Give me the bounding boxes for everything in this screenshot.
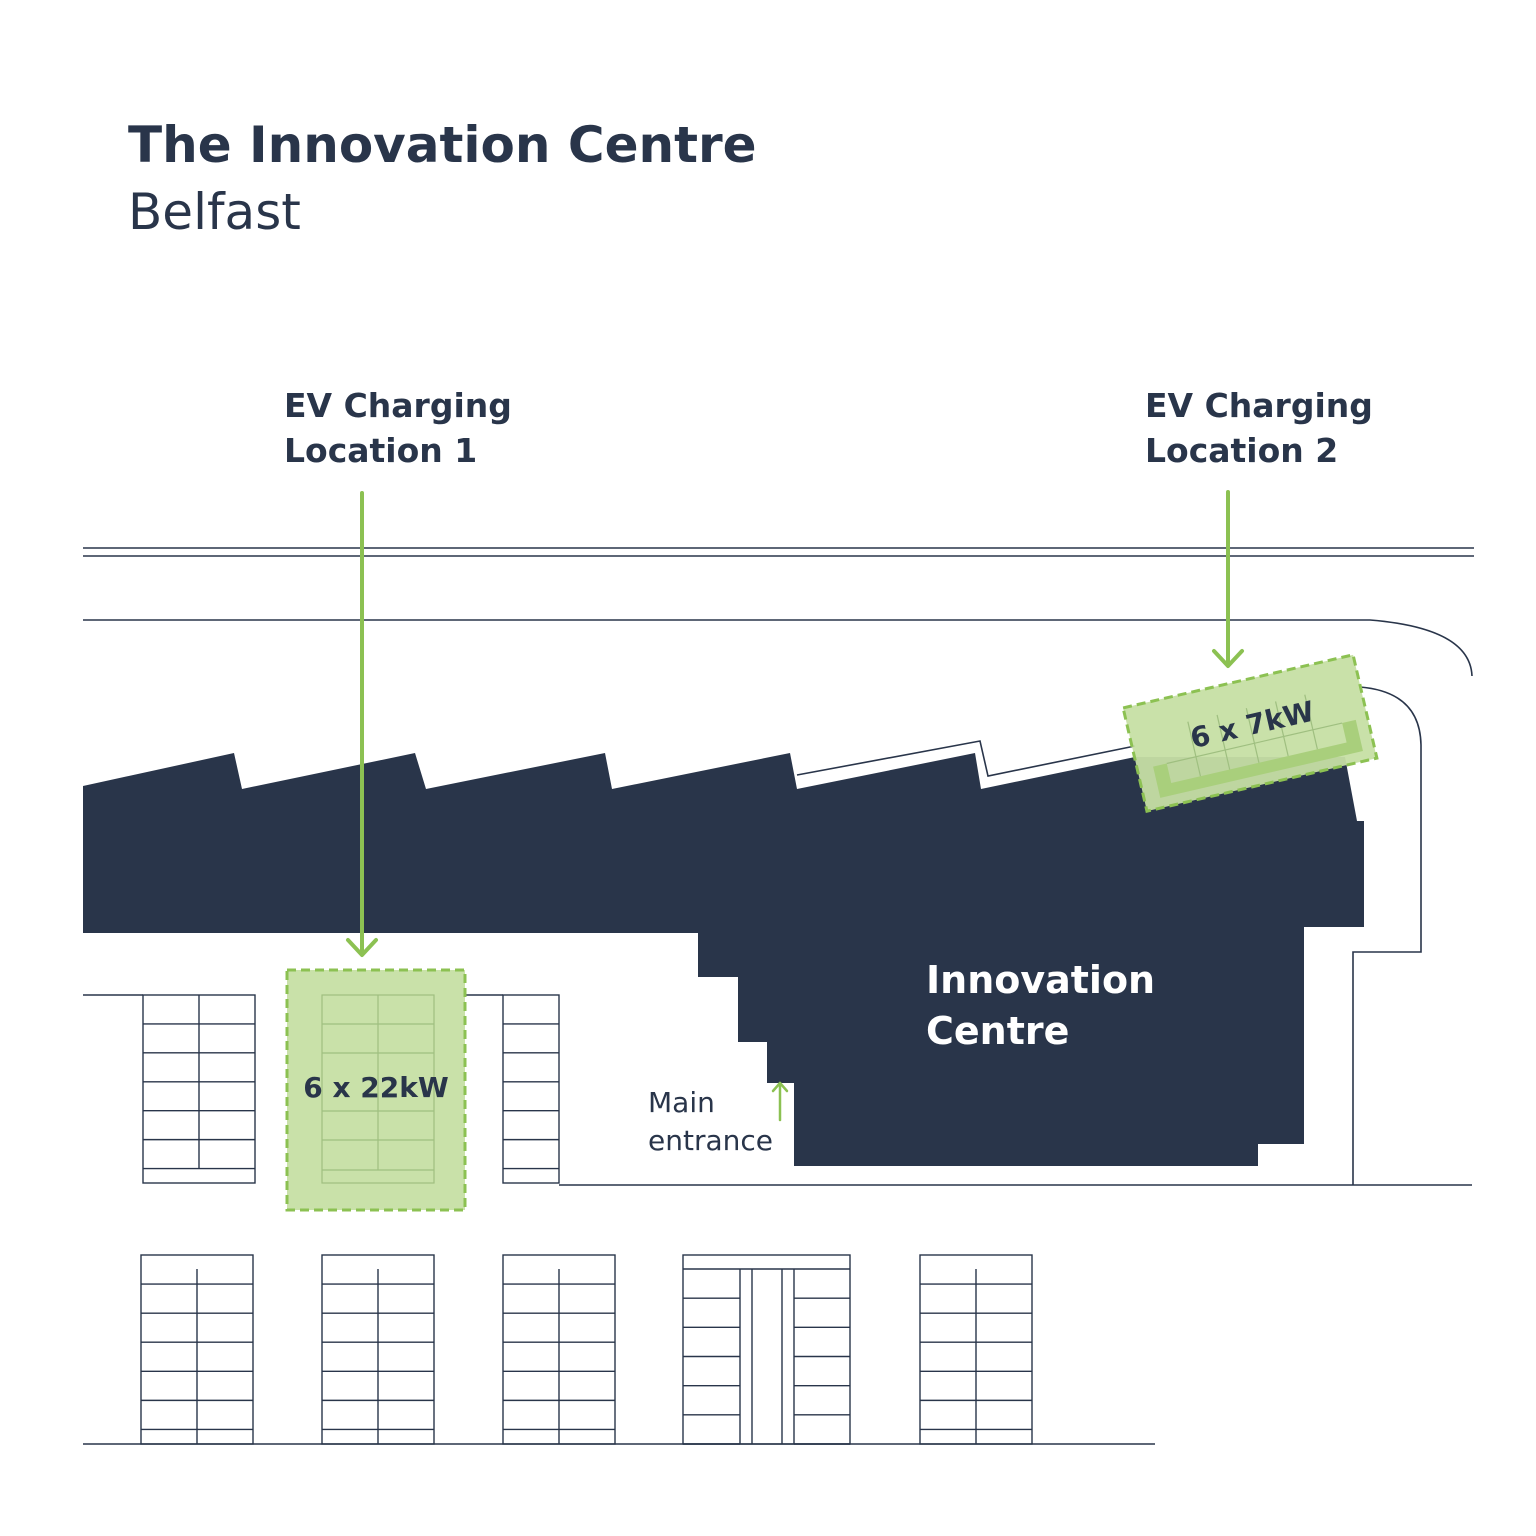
innovation-centre-building [83, 753, 1364, 1166]
page-subtitle: Belfast [128, 183, 301, 241]
callout-location-1-line1: EV Charging [284, 386, 512, 425]
main-entrance-label: Main entrance [648, 1086, 773, 1157]
parking-bay-b [502, 994, 560, 1184]
callout-arrow-2 [1212, 490, 1244, 668]
charging-area-1: 6 x 22kW [285, 968, 467, 1212]
entrance-arrow-icon [771, 1081, 789, 1122]
charging-bay-2 [1121, 653, 1379, 813]
callout-location-1: EV Charging Location 1 [284, 386, 523, 470]
charging-bay-2-grid [1166, 694, 1343, 777]
parking-bay-e [502, 1254, 616, 1445]
parking-bays [140, 994, 1033, 1445]
charging-bay-1-grid [321, 994, 435, 1184]
callout-arrow-1 [346, 491, 378, 957]
callout-location-2: EV Charging Location 2 [1145, 386, 1384, 470]
charging-area-2: 6 x 7kW [1121, 653, 1379, 813]
charging-bay-1-label: 6 x 22kW [303, 1071, 449, 1104]
building-label: Innovation Centre [926, 958, 1168, 1053]
parking-bay-c [140, 1254, 254, 1445]
callout-location-2-line2: Location 2 [1145, 431, 1338, 470]
charging-bay-2-inner [1153, 719, 1363, 798]
walkway-outline [796, 740, 1136, 777]
page-title: The Innovation Centre [128, 116, 757, 174]
road-lines [83, 547, 1474, 677]
parking-bay-a [142, 994, 256, 1184]
main-entrance-line2: entrance [648, 1124, 773, 1157]
building-label-line1: Innovation [926, 958, 1155, 1002]
building-label-line2: Centre [926, 1009, 1069, 1053]
parking-bay-d [321, 1254, 435, 1445]
callout-location-1-line2: Location 1 [284, 431, 477, 470]
callout-location-2-line1: EV Charging [1145, 386, 1373, 425]
main-entrance-line1: Main [648, 1086, 715, 1119]
parking-bay-g [919, 1254, 1033, 1445]
parking-bay-f [682, 1254, 851, 1445]
